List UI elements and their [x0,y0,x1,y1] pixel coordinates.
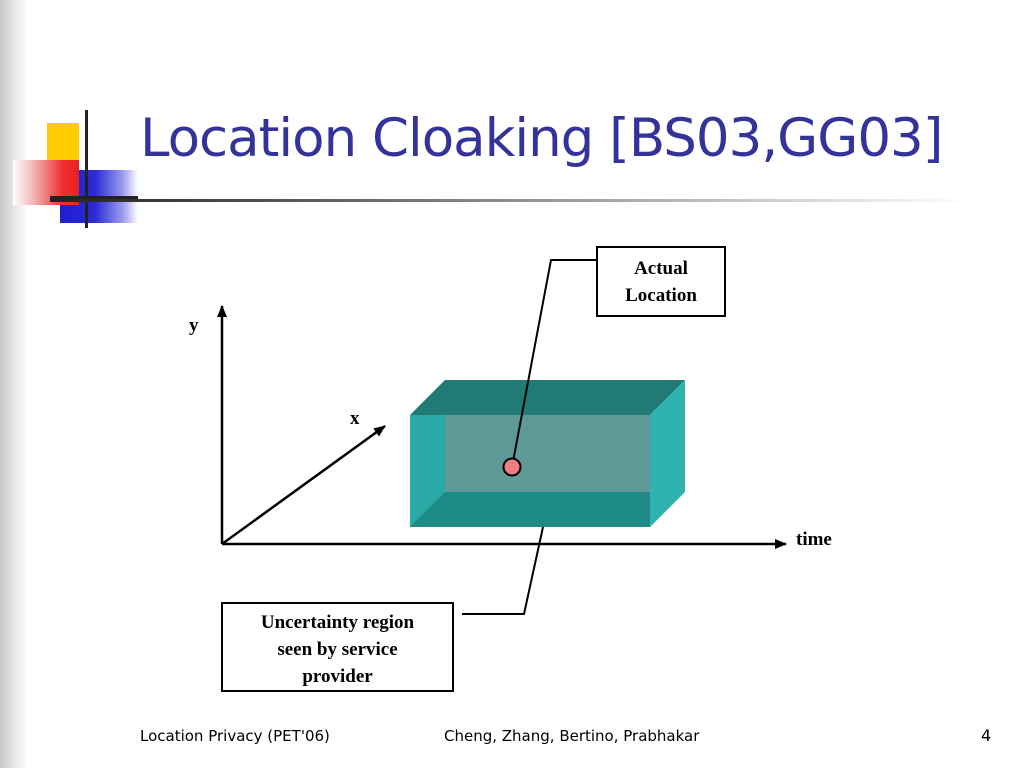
uncertainty-region-callout-line-3: provider [302,666,373,687]
vertical-line-decoration [85,110,88,228]
slide-number: 4 [981,726,992,745]
title-underline [50,199,970,202]
footer-center: Cheng, Zhang, Bertino, Prabhakar [444,727,700,745]
actual-location-callout-line-2: Location [625,285,697,306]
uncertainty-region-callout: Uncertainty region seen by service provi… [221,602,454,692]
box-inner-region [445,415,650,492]
time-axis-label: time [796,529,832,550]
box-right-face [650,380,685,527]
y-axis-label: y [189,315,199,336]
actual-location-callout: Actual Location [596,246,726,317]
horizontal-line-decoration [50,196,138,199]
footer-left: Location Privacy (PET'06) [140,727,330,745]
uncertainty-region-leader-line [462,526,544,615]
actual-location-leader-line [511,259,597,468]
left-gradient-bar [0,0,28,768]
box-top-face [410,380,685,415]
x-axis-label: x [350,408,360,429]
uncertainty-region-callout-line-1: Uncertainty region [260,612,415,633]
x-axis [221,424,386,546]
actual-location-dot [502,457,522,477]
uncertainty-region-callout-line-2: seen by service [277,639,398,660]
slide-title: Location Cloaking [BS03,GG03] [140,108,943,169]
box-bottom-face [410,492,650,527]
actual-location-callout-line-1: Actual [634,258,688,279]
